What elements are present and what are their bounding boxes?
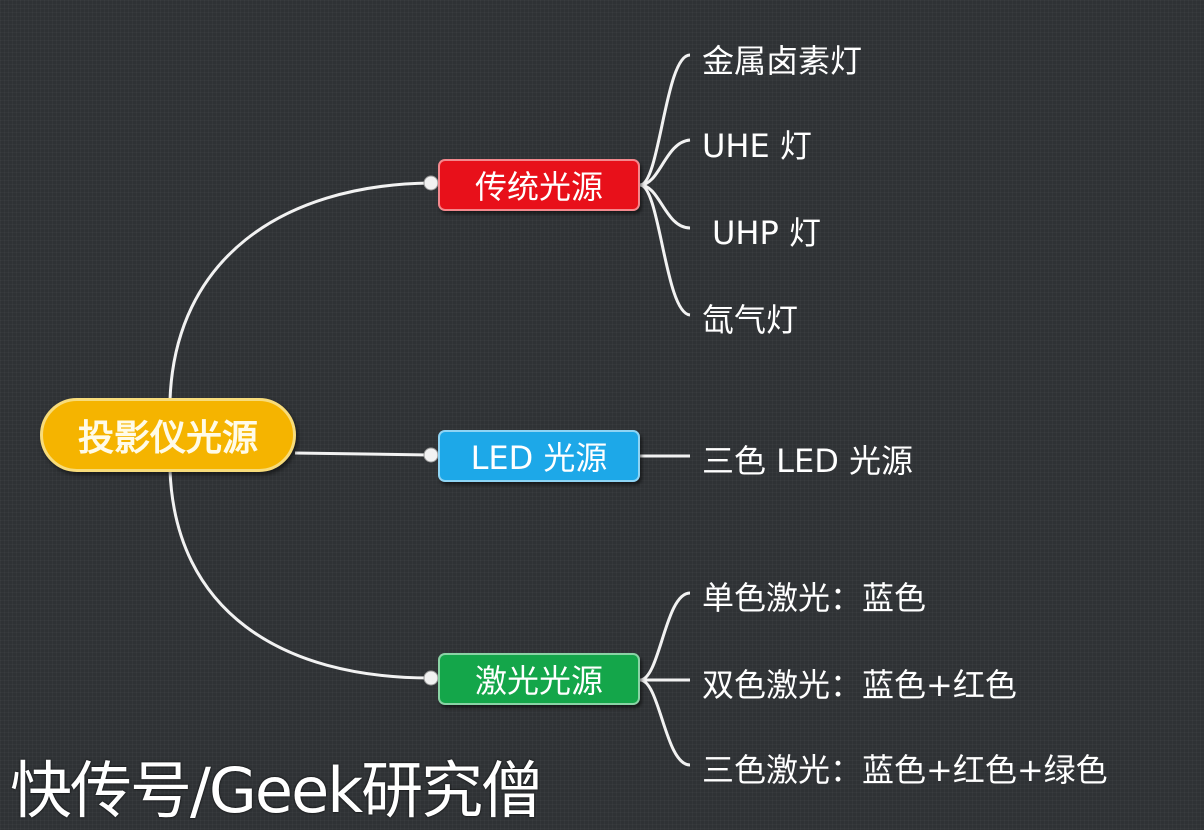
leaf-uhp[interactable]: UHP 灯	[712, 214, 821, 252]
leaf-triple-laser[interactable]: 三色激光：蓝色+红色+绿色	[702, 751, 1108, 789]
watermark: 快传号/Geek研究僧	[10, 754, 543, 827]
leaf-single-laser[interactable]: 单色激光：蓝色	[702, 579, 927, 617]
branch-laser[interactable]: 激光光源	[438, 653, 640, 705]
leaf-uhe[interactable]: UHE 灯	[702, 127, 812, 165]
leaf-rgb-led[interactable]: 三色 LED 光源	[702, 442, 914, 480]
leaf-dual-laser[interactable]: 双色激光：蓝色+红色	[702, 666, 1017, 704]
leaf-metal-halide[interactable]: 金属卤素灯	[702, 42, 863, 80]
branch-led[interactable]: LED 光源	[438, 430, 640, 482]
leaf-xenon[interactable]: 氙气灯	[702, 301, 799, 339]
root-node[interactable]: 投影仪光源	[40, 398, 296, 472]
branch-traditional[interactable]: 传统光源	[438, 159, 640, 211]
